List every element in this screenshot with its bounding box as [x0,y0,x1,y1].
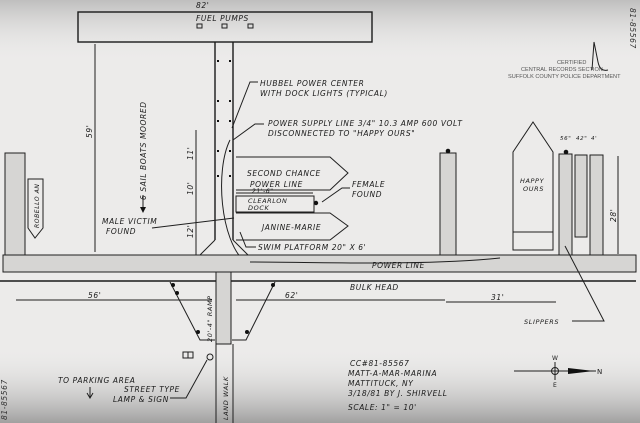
hubbel-callout: HUBBEL POWER CENTER WITH DOCK LIGHTS (TY… [231,79,388,129]
power-supply-callout: POWER SUPPLY LINE 3/4" 10.3 AMP 600 VOLT… [221,119,463,263]
dimension-59: 59' [85,44,96,252]
svg-text:LAMP & SIGN: LAMP & SIGN [113,395,169,404]
piling [439,152,457,256]
street-lamp: STREET TYPE LAMP & SIGN [113,351,214,404]
svg-text:42": 42" [576,136,587,142]
svg-text:31': 31' [491,293,504,302]
svg-text:SUFFOLK COUNTY POLICE DEPARTME: SUFFOLK COUNTY POLICE DEPARTMENT [508,74,621,80]
bulkhead: BULK HEAD [0,280,636,292]
dimension-28: 28' [609,156,619,254]
power-line-short-label: POWER LINE [250,180,303,189]
margin-case-left: 81-85567 [0,379,9,420]
svg-text:OURS: OURS [523,185,544,193]
svg-text:DOCK: DOCK [248,204,269,212]
svg-text:N: N [597,368,603,376]
margin-case-right: 81-85567 [628,8,637,49]
svg-text:POWER SUPPLY LINE 3/4" 10.3 AM: POWER SUPPLY LINE 3/4" 10.3 AMP 600 VOLT [268,119,463,128]
power-line-long-label: POWER LINE [372,261,425,270]
svg-text:HUBBEL POWER CENTER: HUBBEL POWER CENTER [260,79,364,88]
svg-text:56": 56" [560,136,571,142]
dimension-62: 62' [236,291,445,301]
svg-text:W: W [552,355,559,362]
svg-text:28': 28' [609,209,618,222]
dimension-31: 31' [446,293,556,303]
svg-text:62': 62' [285,291,298,300]
svg-text:FEMALE: FEMALE [352,180,385,189]
svg-text:56': 56' [88,291,101,300]
svg-text:DISCONNECTED TO "HAPPY OURS": DISCONNECTED TO "HAPPY OURS" [268,129,415,138]
svg-text:MATT-A-MAR-MARINA: MATT-A-MAR-MARINA [348,369,437,378]
female-found-callout: FEMALE FOUND [321,180,385,203]
svg-text:CENTRAL RECORDS SECTION: CENTRAL RECORDS SECTION [521,67,603,73]
svg-text:4': 4' [591,136,597,142]
fuel-pump [221,23,228,29]
svg-text:FOUND: FOUND [106,227,136,236]
signature [591,41,609,71]
dimension-56: 56' [16,291,212,301]
svg-text:12': 12' [186,225,195,238]
floating-dock: POWER LINE [2,254,637,273]
land-walk: LAND WALK [215,344,234,423]
svg-text:SECOND CHANCE: SECOND CHANCE [247,169,321,178]
svg-text:MALE VICTIM: MALE VICTIM [102,217,157,226]
boat-happy-ours: HAPPY OURS [512,121,554,251]
main-pier [199,42,249,256]
fuel-pump [196,23,203,29]
svg-text:FOUND: FOUND [352,190,382,199]
svg-text:SCALE: 1" = 10': SCALE: 1" = 10' [348,403,417,412]
boat-second-chance: SECOND CHANCE [236,156,349,191]
fuel-pump [247,23,254,29]
svg-text:10': 10' [186,182,195,195]
case-number: CC#81-85567 [350,359,409,368]
parking-label: TO PARKING AREA [58,376,136,399]
svg-text:HAPPY: HAPPY [520,177,545,185]
fuel-dock: 82' FUEL PUMPS [77,1,373,43]
svg-text:CERTIFIED: CERTIFIED [557,60,586,66]
svg-text:11': 11' [186,147,195,160]
power-line-cable [221,139,246,263]
clearlon-dock: 21'-6" CLEARLON DOCK [235,188,319,213]
svg-text:LAND WALK: LAND WALK [222,376,230,420]
svg-text:BULK HEAD: BULK HEAD [350,283,399,292]
svg-text:SLIPPERS: SLIPPERS [524,318,559,326]
female-victim-marker [313,200,319,206]
svg-text:SWIM PLATFORM 20" X 6': SWIM PLATFORM 20" X 6' [258,243,366,252]
svg-text:ROBELLO AN: ROBELLO AN [34,183,41,228]
ramp: 20'-4" RAMP [169,271,276,345]
svg-text:6 SAIL BOATS MOORED: 6 SAIL BOATS MOORED [139,101,148,200]
svg-text:MATTITUCK, NY: MATTITUCK, NY [348,379,414,388]
svg-text:59': 59' [85,125,94,138]
slips: 56" 42" 4' [558,136,604,256]
title-block: CC#81-85567 MATT-A-MAR-MARINA MATTITUCK,… [348,359,448,412]
fuel-pumps-label: FUEL PUMPS [196,14,249,23]
swim-platform-callout: SWIM PLATFORM 20" X 6' [239,231,366,252]
svg-text:CLEARLON: CLEARLON [248,197,287,205]
boat-janine-marie: JANINE-MARIE [236,212,349,241]
sail-boats-label: 6 SAIL BOATS MOORED [139,101,148,213]
svg-text:3/18/81 BY J. SHIRVELL: 3/18/81 BY J. SHIRVELL [348,389,448,398]
certified-stamp: CERTIFIED CENTRAL RECORDS SECTION SUFFOL… [508,41,621,80]
svg-text:E: E [553,382,557,389]
slippers-callout: SLIPPERS [524,245,605,326]
svg-text:21'-6": 21'-6" [252,188,274,195]
svg-text:STREET TYPE: STREET TYPE [124,385,180,394]
svg-text:JANINE-MARIE: JANINE-MARIE [260,223,321,232]
male-victim-callout: MALE VICTIM FOUND [102,217,235,236]
compass-north-arrow: W E N [514,355,603,389]
fuel-dock-width: 82' [196,1,209,10]
svg-text:WITH DOCK LIGHTS (TYPICAL): WITH DOCK LIGHTS (TYPICAL) [260,89,388,98]
svg-text:TO PARKING AREA: TO PARKING AREA [58,376,136,385]
svg-text:20'-4" RAMP: 20'-4" RAMP [206,295,214,342]
